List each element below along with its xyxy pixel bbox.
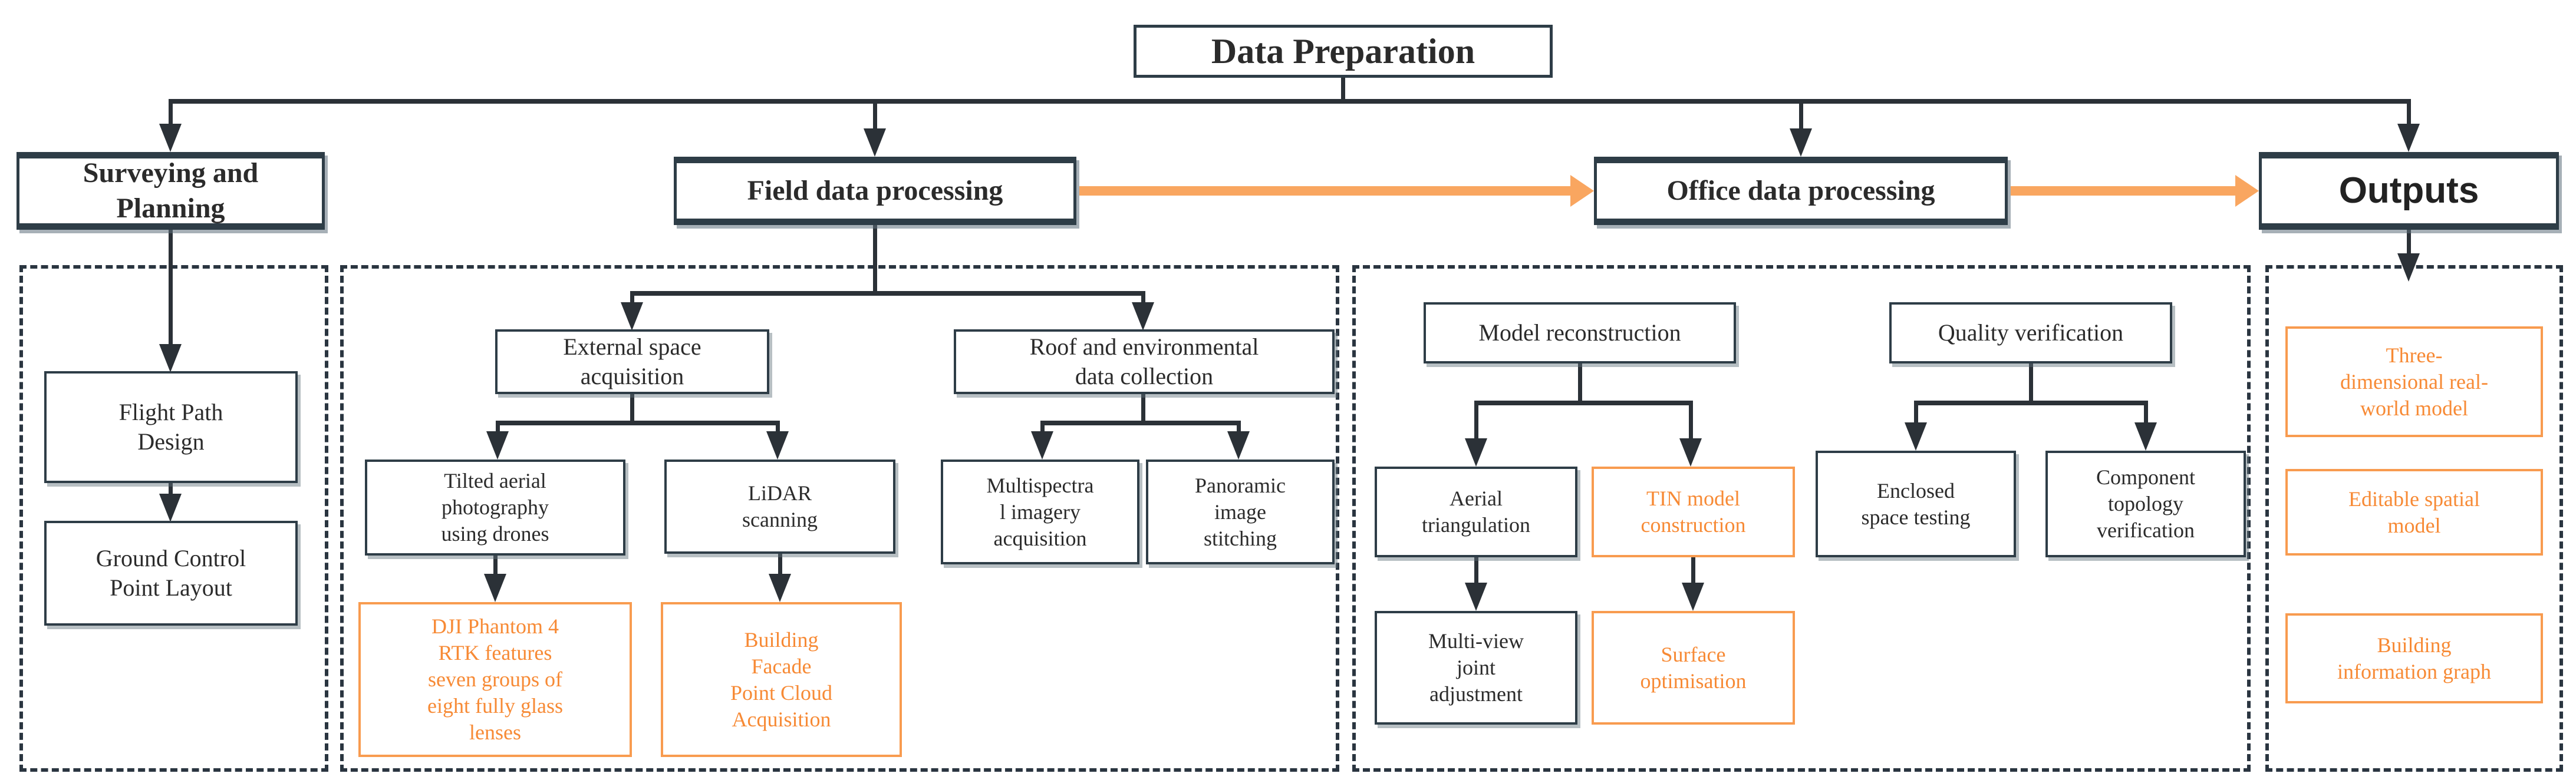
arrowhead-down-icon [486, 431, 509, 460]
flow-line [1040, 421, 1045, 434]
node-editable-spatial-model: Editable spatial model [2285, 469, 2543, 556]
flow-line [630, 291, 1145, 296]
flow-line [1578, 363, 1582, 401]
arrowhead-down-icon [2397, 124, 2420, 152]
flow-line [1237, 421, 1241, 434]
orange-arrowhead-right-icon [2235, 175, 2259, 207]
node-component-topology-verification: Component topology verification [2045, 451, 2246, 557]
node-enclosed-space-testing: Enclosed space testing [1816, 451, 2016, 557]
flow-line [2407, 230, 2411, 256]
node-multispectral-imagery-acquisition: Multispectra l imagery acquisition [941, 460, 1139, 564]
arrowhead-down-icon [1682, 583, 1704, 611]
node-field-data-processing: Field data processing [674, 157, 1076, 225]
flow-line [873, 225, 877, 291]
node-quality-verification: Quality verification [1889, 302, 2172, 363]
node-model-reconstruction: Model reconstruction [1424, 302, 1736, 363]
flow-line [778, 554, 782, 576]
node-multi-view-joint-adjustment: Multi-view joint adjustment [1375, 611, 1577, 725]
node-surveying-and-planning: Surveying and Planning [17, 152, 325, 230]
arrowhead-down-icon [2397, 253, 2420, 282]
arrowhead-down-icon [1031, 431, 1053, 460]
orange-arrow-office-to-outputs [2011, 186, 2239, 196]
node-ground-control-point-layout: Ground Control Point Layout [44, 521, 298, 626]
node-building-facade-point-cloud: Building Facade Point Cloud Acquisition [661, 602, 902, 757]
flow-line [169, 99, 173, 127]
flow-line [1474, 401, 1693, 405]
flow-line [873, 99, 877, 130]
flow-line [1691, 557, 1695, 585]
node-surface-optimisation: Surface optimisation [1592, 611, 1795, 725]
node-panoramic-image-stitching: Panoramic image stitching [1146, 460, 1335, 564]
arrowhead-down-icon [159, 494, 182, 522]
flow-line [630, 394, 634, 421]
arrowhead-down-icon [2134, 422, 2157, 451]
arrowhead-down-icon [1465, 583, 1487, 611]
node-tilted-aerial-photography: Tilted aerial photography using drones [365, 460, 625, 556]
arrowhead-down-icon [1905, 422, 1927, 451]
flow-line [1141, 291, 1145, 305]
node-external-space-acquisition: External space acquisition [495, 329, 769, 394]
orange-arrowhead-right-icon [1570, 175, 1594, 207]
panel-office-data-processing [1352, 265, 2251, 772]
node-outputs: Outputs [2259, 152, 2559, 230]
flow-line [1689, 401, 1693, 441]
orange-arrow-field-to-office [1079, 186, 1573, 196]
flow-line [776, 421, 780, 434]
arrowhead-down-icon [864, 128, 886, 157]
flow-line [1040, 421, 1241, 425]
flow-line [1914, 401, 1918, 425]
flow-line [2029, 363, 2033, 401]
arrowhead-down-icon [766, 431, 789, 460]
node-building-information-graph: Building information graph [2285, 613, 2543, 703]
flow-line [2144, 401, 2148, 425]
arrowhead-down-icon [159, 344, 182, 372]
node-dji-phantom-4-rtk-note: DJI Phantom 4 RTK features seven groups … [358, 602, 632, 757]
arrowhead-down-icon [484, 574, 506, 602]
flow-line [1799, 99, 1803, 130]
flow-line [630, 291, 634, 305]
node-lidar-scanning: LiDAR scanning [664, 460, 895, 554]
node-tin-model-construction: TIN model construction [1592, 467, 1795, 557]
flow-line [2407, 99, 2411, 127]
arrowhead-down-icon [1465, 438, 1487, 467]
node-roof-environmental-data-collection: Roof and environmental data collection [954, 329, 1335, 394]
flow-line [169, 99, 2411, 104]
node-aerial-triangulation: Aerial triangulation [1375, 467, 1577, 557]
arrowhead-down-icon [769, 574, 791, 602]
panel-surveying-planning [19, 265, 328, 772]
flow-line [496, 421, 500, 434]
arrowhead-down-icon [1132, 302, 1154, 330]
node-flight-path-design: Flight Path Design [44, 371, 298, 483]
flow-line [1341, 78, 1345, 101]
flow-line [1474, 557, 1478, 585]
arrowhead-down-icon [621, 302, 643, 330]
flow-line [169, 230, 173, 345]
arrowhead-down-icon [1227, 431, 1250, 460]
flow-line [496, 421, 780, 425]
node-three-dimensional-real-world-model: Three- dimensional real- world model [2285, 326, 2543, 437]
node-office-data-processing: Office data processing [1594, 157, 2008, 225]
flow-line [1914, 401, 2148, 405]
panel-field-data-processing [340, 265, 1339, 772]
flow-line [1474, 401, 1478, 441]
arrowhead-down-icon [159, 124, 182, 152]
flow-line [1141, 394, 1145, 421]
flow-line [493, 556, 498, 576]
flow-line [169, 483, 173, 494]
node-data-preparation: Data Preparation [1134, 25, 1553, 78]
arrowhead-down-icon [1679, 438, 1702, 467]
arrowhead-down-icon [1790, 128, 1812, 157]
